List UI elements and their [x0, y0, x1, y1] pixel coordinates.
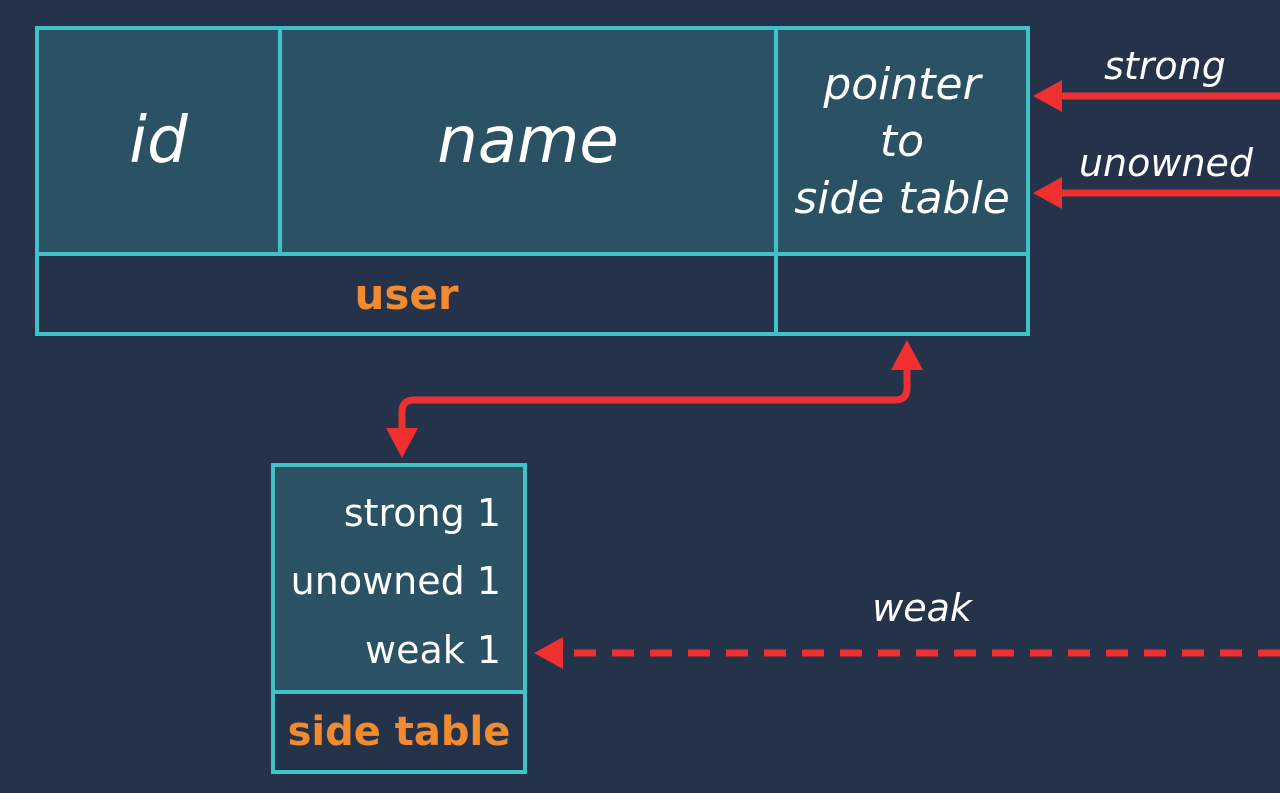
- name-field-label: name: [437, 104, 619, 178]
- pointer-label-line-1: pointer: [823, 58, 981, 110]
- strong-reference-arrowhead: [1033, 80, 1062, 112]
- weak-count: weak 1: [364, 628, 501, 672]
- unowned-reference-arrowhead: [1033, 177, 1062, 209]
- user-object-label: user: [354, 269, 459, 319]
- user-object-label-cell: user: [35, 252, 778, 336]
- pointer-slot-cell: [774, 252, 1030, 336]
- id-field-label: id: [129, 104, 188, 178]
- weak-reference-arrowhead: [534, 637, 563, 669]
- strong-count: strong 1: [343, 491, 501, 535]
- side-table-link-arrowhead-up: [891, 340, 923, 370]
- side-table-pointer-field: pointer to side table: [774, 26, 1030, 256]
- side-table-link-arrowhead-down: [386, 428, 418, 458]
- unowned-reference-label: unowned: [1078, 141, 1254, 185]
- id-field: id: [35, 26, 282, 256]
- side-table-label: side table: [287, 709, 511, 755]
- name-field: name: [278, 26, 778, 256]
- pointer-label-line-3: side table: [794, 172, 1010, 224]
- side-table-counters: strong 1 unowned 1 weak 1: [271, 463, 527, 694]
- weak-reference-label: weak: [872, 586, 972, 630]
- pointer-label-line-2: to: [879, 115, 925, 167]
- unowned-count: unowned 1: [290, 559, 501, 603]
- side-table-label-cell: side table: [271, 690, 527, 774]
- strong-reference-label: strong: [1104, 44, 1226, 88]
- side-table-link-line: [398, 368, 911, 430]
